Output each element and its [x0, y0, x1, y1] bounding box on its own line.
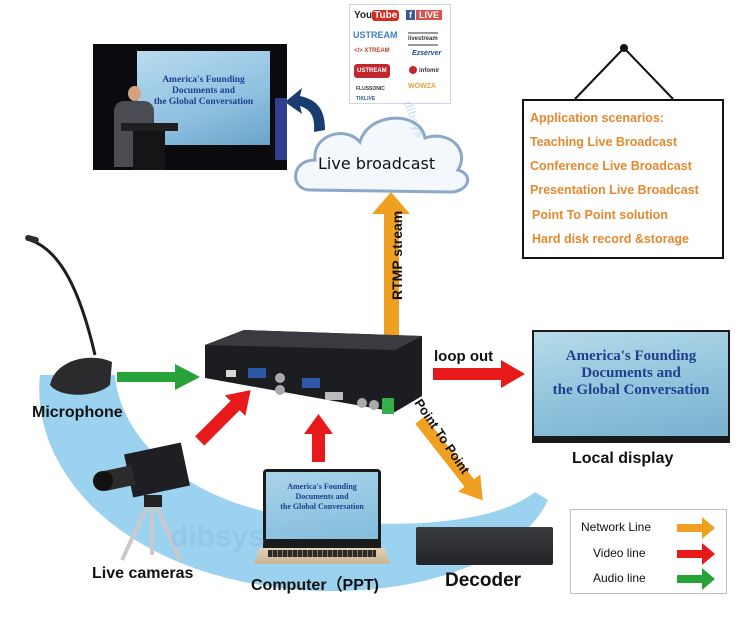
computer-label: Computer（PPT)	[251, 577, 380, 594]
legend-audio-label: Audio line	[593, 571, 646, 585]
watermark: dibsys	[170, 520, 266, 553]
cloud-label: Live broadcast	[318, 154, 436, 173]
projection-screen: America's Founding Documents and the Glo…	[137, 51, 270, 145]
rtmp-arrow	[372, 192, 410, 352]
point-to-point-arrow	[415, 416, 483, 501]
curved-arrow-icon	[285, 88, 325, 132]
laptop-display: America's Founding Documents and the Glo…	[266, 472, 378, 539]
line-legend: Network Line Video line Audio line	[570, 509, 727, 594]
scenario-item: Teaching Live Broadcast	[530, 135, 678, 149]
slide-text: America's Founding Documents and the Glo…	[153, 75, 254, 107]
cloud-icon	[294, 116, 470, 194]
hanger-line-left	[574, 47, 625, 100]
encoder-device	[205, 330, 422, 414]
presenter-head	[128, 86, 141, 101]
legend-video-label: Video line	[593, 546, 646, 560]
scenario-item: Point To Point solution	[532, 208, 668, 222]
rtmp-stream-label: RTMP stream	[389, 210, 405, 300]
legend-network-label: Network Line	[581, 520, 652, 534]
live-cameras-label: Live cameras	[92, 565, 194, 582]
stage-light	[275, 98, 287, 160]
wowza-logo: WOWZA	[408, 83, 436, 90]
computer-video-arrow	[304, 414, 333, 462]
hanger-pin	[620, 44, 628, 52]
camera-icon	[93, 442, 190, 561]
audio-arrow	[117, 364, 200, 390]
local-display-screen: America's Founding Documents and the Glo…	[534, 332, 728, 436]
slide-text: America's Founding Documents and the Glo…	[552, 348, 710, 398]
laptop-icon: America's Founding Documents and the Glo…	[263, 469, 381, 548]
camera-video-arrow	[195, 390, 251, 446]
network-line-arrow-icon	[677, 517, 715, 539]
decoder-device	[416, 527, 553, 565]
laptop-keyboard	[268, 550, 376, 557]
audio-line-arrow-icon	[677, 568, 715, 590]
livestream-logo: livestream	[408, 32, 438, 46]
ezserver-logo: Ezserver	[412, 50, 442, 57]
microphone-label: Microphone	[32, 404, 123, 421]
flussonic-logo: FLUSSONIC	[356, 86, 385, 92]
scenario-item: Conference Live Broadcast	[530, 159, 692, 173]
microphone-icon	[25, 234, 112, 395]
decoder-label: Decoder	[445, 570, 522, 591]
local-display-monitor: America's Founding Documents and the Glo…	[532, 330, 730, 443]
xtream-logo: </> XTREAM	[354, 48, 390, 54]
infomir-logo: infomir	[409, 66, 439, 76]
slide-text: America's Founding Documents and the Glo…	[280, 482, 364, 511]
tiklive-logo: TIKLIVE	[356, 96, 376, 102]
presenter-photo: America's Founding Documents and the Glo…	[93, 44, 287, 170]
scenario-item: Hard disk record &storage	[532, 232, 689, 246]
podium-base	[133, 131, 165, 170]
scenario-item: Presentation Live Broadcast	[530, 183, 699, 197]
hanger-line-right	[623, 47, 674, 100]
local-display-label: Local display	[572, 450, 674, 467]
loop-out-arrow	[433, 360, 525, 388]
video-line-arrow-icon	[677, 543, 715, 565]
application-scenarios-box: Application scenarios: Teaching Live Bro…	[522, 99, 724, 259]
legend-arrows	[677, 517, 715, 590]
ustream-logo: USTREAM	[353, 30, 398, 40]
podium-top	[121, 123, 178, 131]
loop-out-label: loop out	[434, 348, 494, 365]
scenarios-title: Application scenarios:	[530, 111, 665, 125]
ustream-badge-logo: USTREAM	[354, 64, 390, 78]
